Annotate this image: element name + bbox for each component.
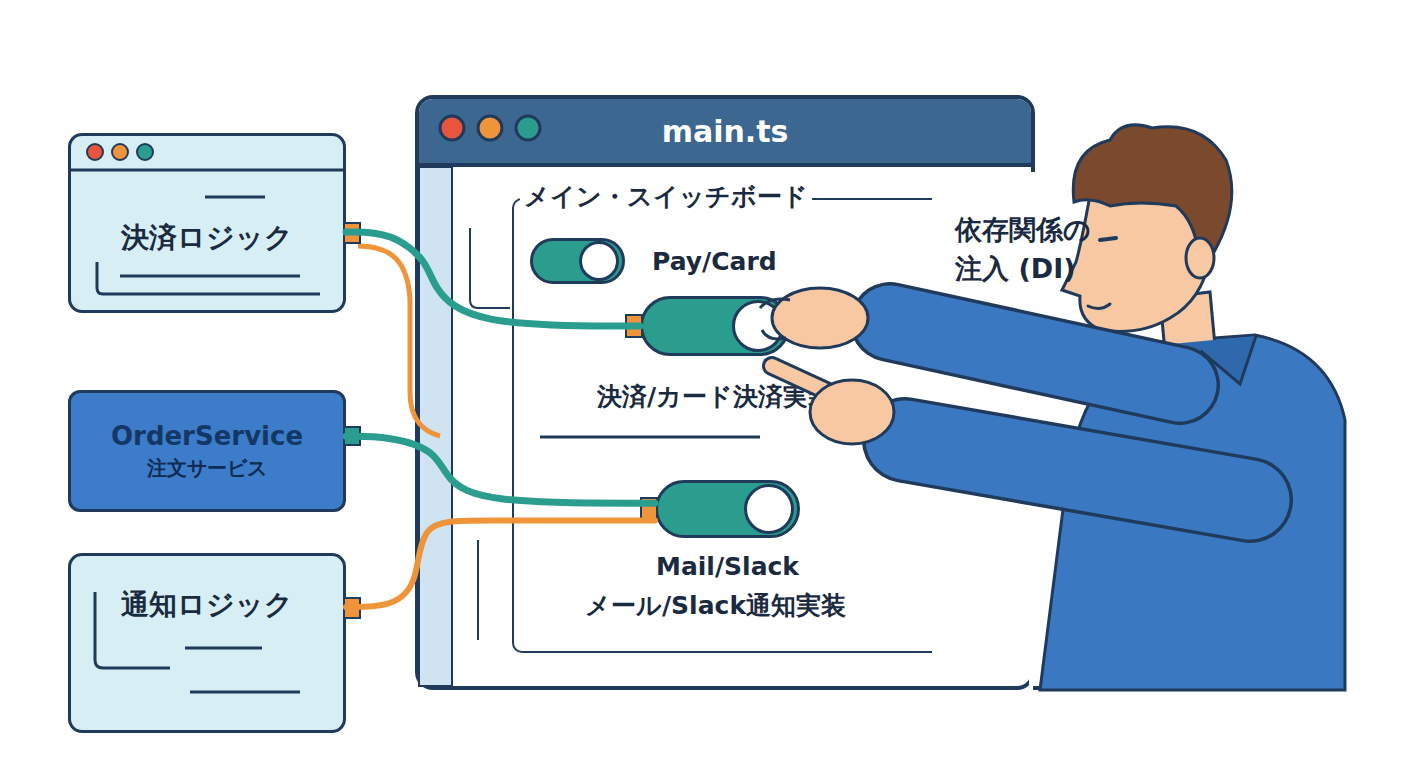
cable-plug [344, 427, 360, 445]
switch-knob [579, 241, 619, 281]
person-face [1062, 180, 1211, 332]
person-torso [1040, 335, 1345, 690]
cable-plug [344, 223, 360, 243]
node-text: Mail/Slack [656, 552, 799, 581]
plug-switch: Mail/Slackメール/Slack通知実装 [655, 480, 800, 538]
person-collar [1150, 336, 1256, 398]
person-hair [1073, 125, 1232, 262]
switchboard-panel: メイン・スイッチボードPay/Card決済/カード決済実装Mail/Slackメ… [512, 198, 932, 653]
code-window: main.ts メイン・スイッチボード Pay/Card 決済/カード決済実装 Mail… [415, 95, 1035, 690]
node-text: 注文サービス [147, 455, 267, 482]
logic-window: 決済ロジック [68, 133, 346, 313]
plug-switch: 決済/カード決済実装 [640, 296, 790, 356]
node-text: OrderService [111, 421, 303, 451]
node-text: main.ts [419, 99, 1031, 167]
service-box: OrderService 注文サービス [68, 390, 346, 512]
person-ear [1186, 238, 1214, 278]
annotation-label: 依存関係の 注入 (DI) [955, 210, 1120, 288]
node-text: Pay/Card [652, 247, 777, 276]
person-mouth [1088, 304, 1110, 309]
person-eye [1100, 238, 1116, 240]
window-edge [1033, 686, 1345, 690]
cable-plug [344, 598, 360, 618]
node-text: メイン・スイッチボード [520, 180, 812, 213]
switch-knob [744, 484, 794, 534]
logic-window: 通知ロジック [68, 553, 346, 733]
node-text: 決済/カード決済実装 [597, 380, 833, 413]
node-text: 通知ロジック [121, 586, 293, 624]
toggle-switch: Pay/Card [530, 238, 625, 284]
node-text: メール/Slack通知実装 [585, 589, 846, 622]
node-text: 決済ロジック [121, 219, 293, 257]
switch-knob [732, 300, 784, 352]
window-body [1029, 172, 1345, 686]
person-neck [1160, 292, 1215, 352]
